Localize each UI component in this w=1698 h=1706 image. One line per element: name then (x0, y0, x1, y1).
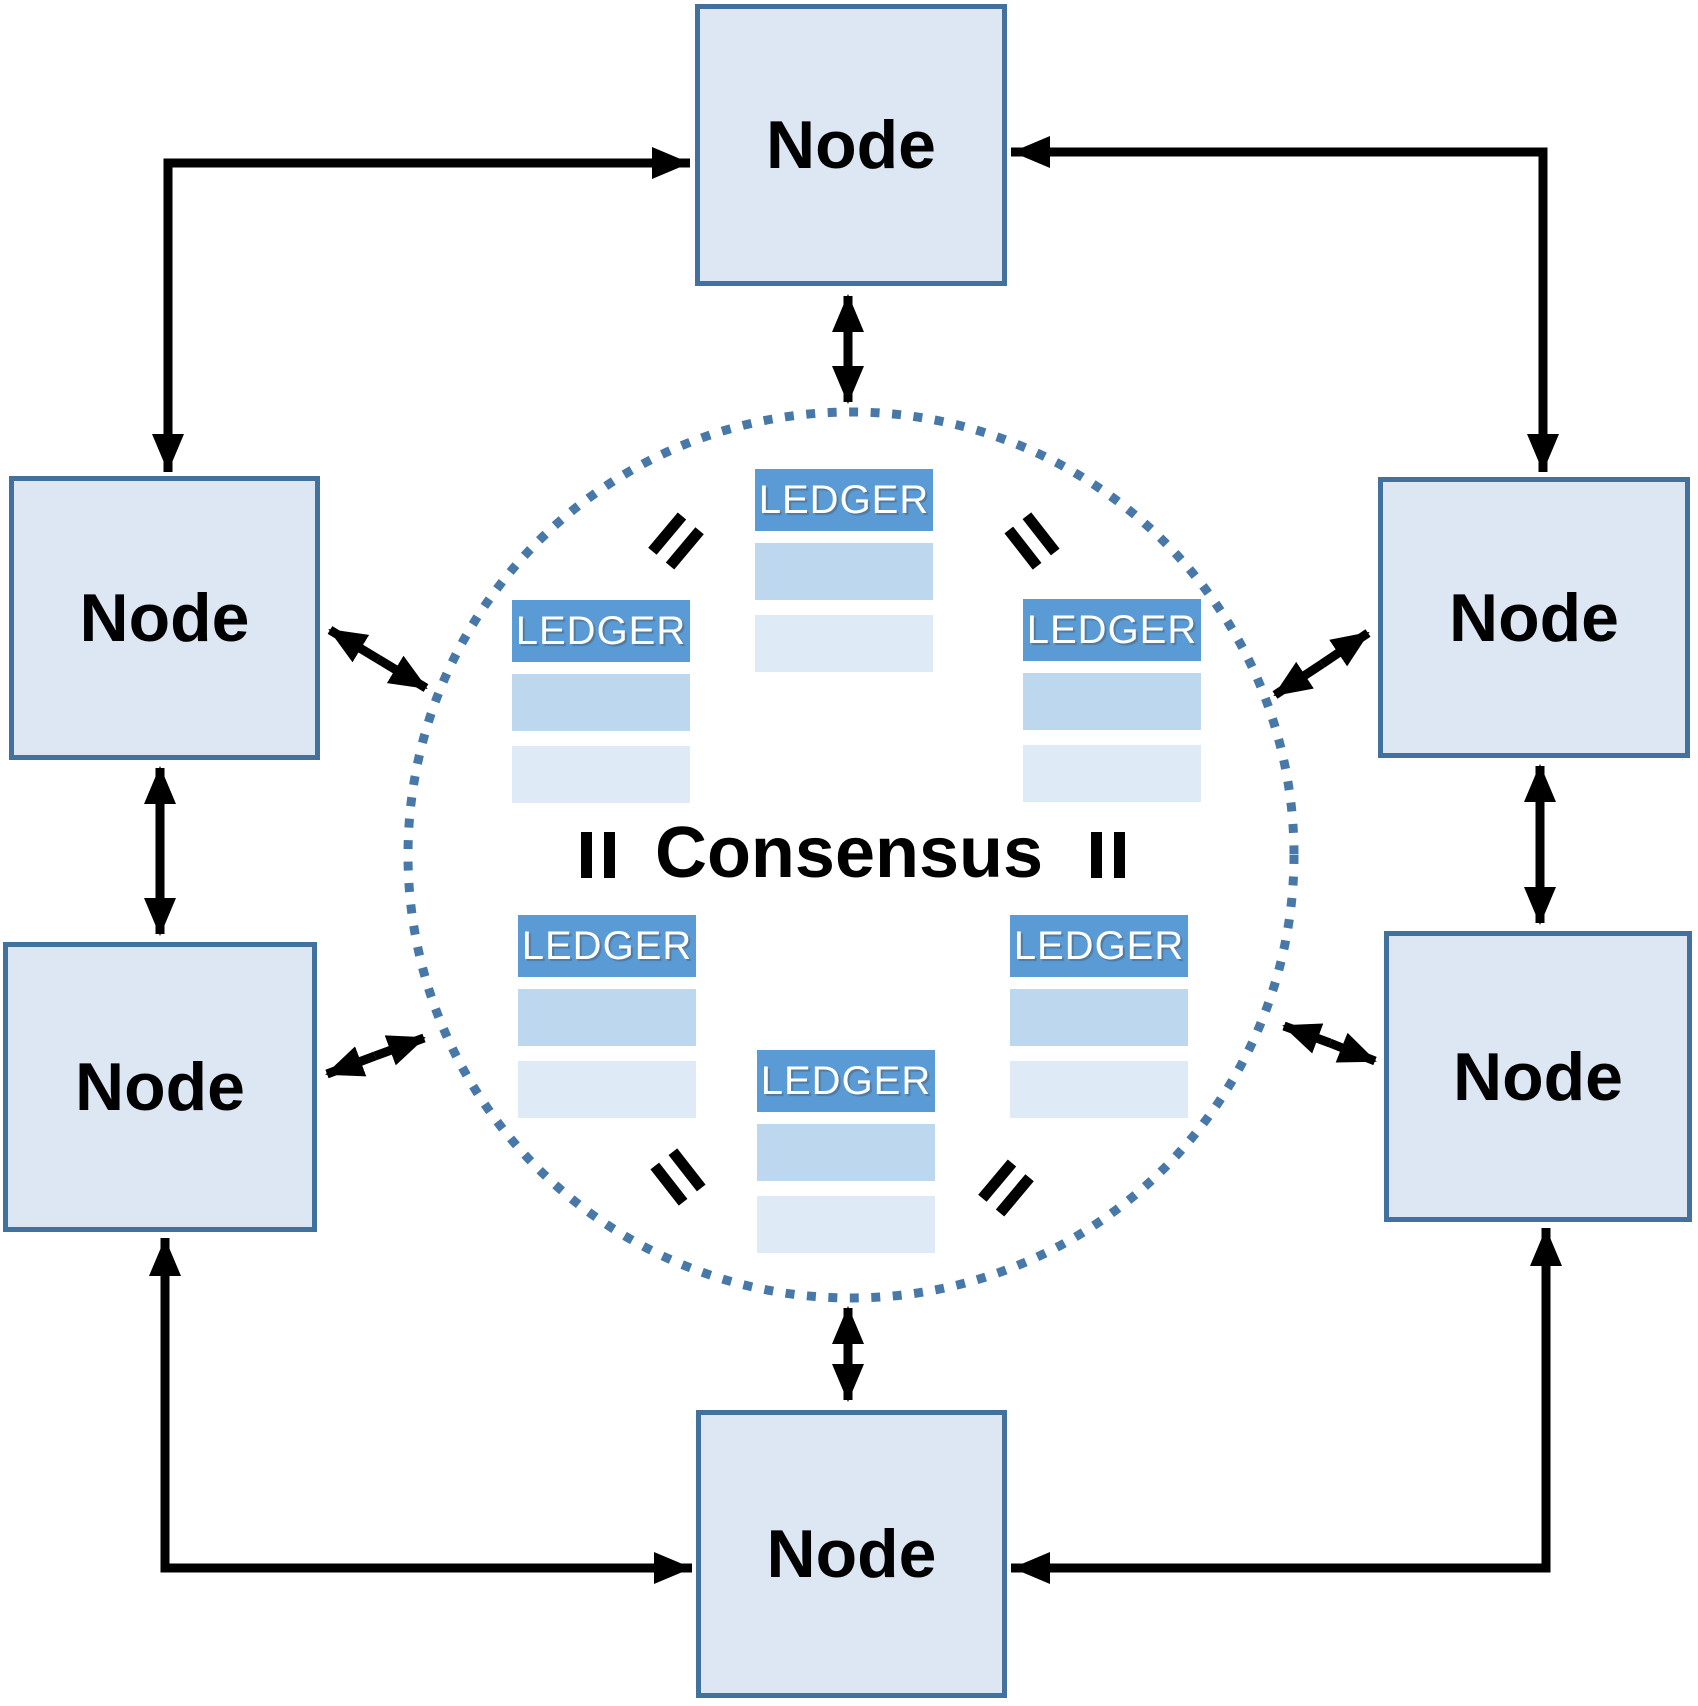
ledger-header: LEDGER (1023, 599, 1201, 661)
node-label: Node (1449, 579, 1619, 656)
ledger-block-south-west: LEDGER (518, 915, 696, 1118)
node-box-top: Node (695, 4, 1007, 286)
ledger-row (1023, 673, 1201, 730)
arrow-left-lower-circle-2 (373, 1033, 426, 1066)
ledger-row (757, 1196, 935, 1253)
arrow-right-upper-circle-2 (1272, 660, 1325, 699)
ledger-row (518, 1061, 696, 1118)
ledger-block-north-east: LEDGER (1023, 599, 1201, 802)
node-box-left-lower: Node (3, 942, 317, 1232)
ledger-header: LEDGER (512, 600, 690, 662)
ledger-row (755, 543, 933, 600)
equals-bar (1114, 832, 1125, 878)
arrow-right-lower-circle (1328, 1032, 1377, 1066)
ledger-header: LEDGER (518, 915, 696, 977)
arrow-left-upper-circle-2 (375, 655, 429, 692)
node-label: Node (766, 1516, 937, 1592)
ledger-row (518, 989, 696, 1046)
ledger-header: LEDGER (757, 1050, 935, 1112)
node-label: Node (766, 107, 936, 183)
node-box-right-lower: Node (1384, 931, 1692, 1222)
consensus-label: Consensus (654, 813, 1044, 893)
node-label: Node (1453, 1038, 1623, 1115)
ledger-block-north-west: LEDGER (512, 600, 690, 803)
node-box-left-upper: Node (9, 476, 320, 760)
ledger-row (1023, 745, 1201, 802)
ledger-row (1010, 1061, 1188, 1118)
equals-bar (604, 832, 615, 878)
consensus-dotted-circle (403, 407, 1299, 1303)
connector-top-right (1011, 147, 1548, 472)
connector-bottom-right (1011, 1228, 1551, 1573)
equals-icon (1091, 832, 1125, 878)
arrow-left-lower-circle (325, 1046, 377, 1079)
connector-bottom-left (160, 1238, 692, 1573)
equals-bar (1091, 832, 1102, 878)
ledger-row (755, 615, 933, 672)
arrow-right-upper-circle (1319, 629, 1371, 668)
ledger-header: LEDGER (1010, 915, 1188, 977)
ledger-row (757, 1124, 935, 1181)
node-label: Node (75, 1049, 245, 1125)
ledger-block-south-east: LEDGER (1010, 915, 1188, 1118)
ledger-row (512, 674, 690, 731)
connector-top-left (163, 158, 690, 472)
ledger-block-top: LEDGER (755, 469, 933, 672)
ledger-header: LEDGER (755, 469, 933, 531)
ledger-row (512, 746, 690, 803)
arrow-left-upper-circle (327, 626, 381, 663)
arrow-right-lower-circle-2 (1282, 1021, 1332, 1054)
node-box-right-upper: Node (1378, 477, 1690, 758)
equals-bar (581, 832, 592, 878)
equals-icon (581, 832, 615, 878)
ledger-row (1010, 989, 1188, 1046)
node-label: Node (79, 580, 250, 656)
node-box-bottom: Node (696, 1410, 1007, 1698)
ledger-block-bottom: LEDGER (757, 1050, 935, 1253)
